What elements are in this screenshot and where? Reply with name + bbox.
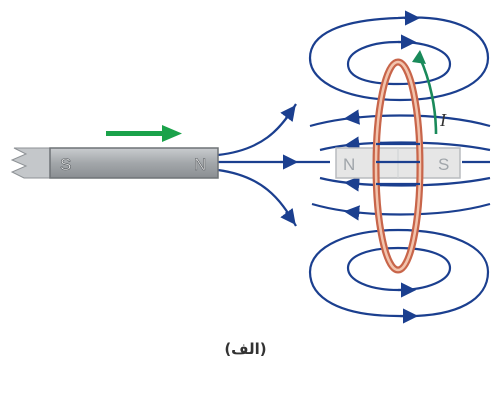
field-line-upper-1 [309,114,491,128]
field-line-lower-2 [311,202,491,216]
current-label: I [439,110,447,130]
motion-arrow-icon [106,125,182,142]
field-line-top-outer [308,16,490,102]
induced-magnet-north-label: N [343,155,355,174]
field-line-fan-down [217,168,297,227]
field-line-bottom-outer [308,228,490,318]
field-line-lower-1 [319,176,491,187]
moving-magnet: S N [10,147,219,179]
induced-magnet-south-label: S [438,155,449,174]
field-line-fan-up [217,103,297,157]
field-line-upper-2 [319,141,491,152]
field-lines-coil [218,10,491,324]
wire-coil [372,58,424,274]
figure-caption: (الف) [224,340,267,358]
moving-magnet-south-label: S [60,155,71,174]
field-lines-front [376,142,420,186]
field-lines-magnet [217,103,297,227]
field-line-top-inner [346,40,452,86]
magnet-torn-end [10,147,53,179]
current-arrow-icon [412,50,438,135]
moving-magnet-north-label: N [194,155,206,174]
